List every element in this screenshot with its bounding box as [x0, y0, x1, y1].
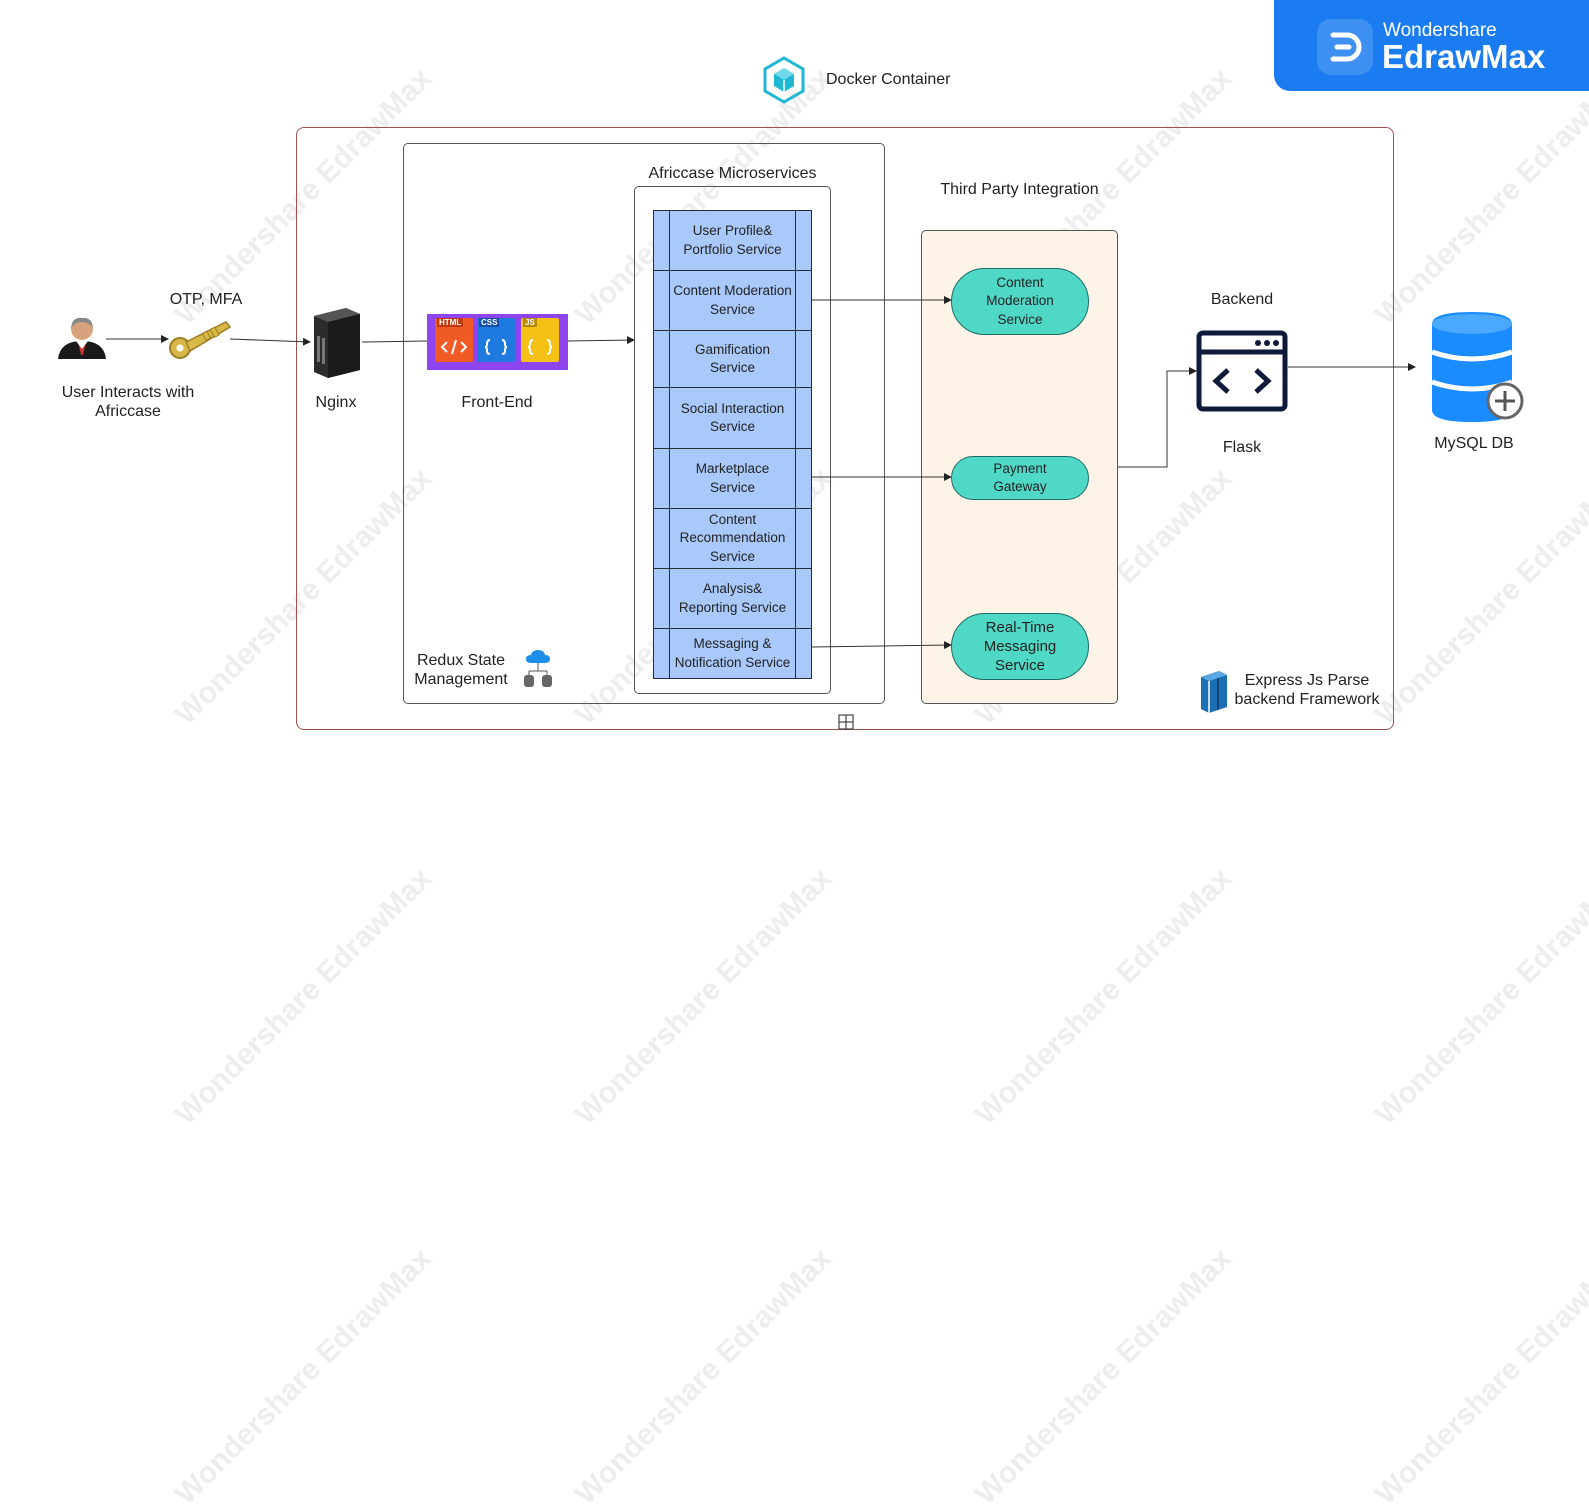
service-label: Messaging & Notification Service [674, 636, 791, 670]
server-icon [310, 306, 362, 383]
framework-icon [1199, 667, 1229, 718]
microservices-container [634, 186, 831, 694]
third-party-payment-gateway: Payment Gateway [951, 456, 1089, 500]
messaging-arrow [811, 641, 952, 650]
flask-label: Flask [1222, 439, 1262, 456]
brand-line2: EdrawMax [1382, 38, 1546, 75]
service-label: Social Interaction Service [680, 400, 785, 435]
service-marketplace: Marketplace Service [653, 448, 812, 509]
frontend-label: Front-End [461, 394, 533, 411]
user-icon [56, 315, 108, 364]
service-user-profile: User Profile& Portfolio Service [653, 210, 812, 271]
docker-icon [762, 56, 806, 109]
third-party-title: Third Party Integration [940, 181, 1099, 198]
table-icon [838, 714, 854, 735]
service-label: Content Recommendation Service [679, 511, 786, 564]
frontend-to-services-arrow [567, 336, 635, 345]
third-party-to-flask-arrow [1118, 367, 1197, 468]
connector-layer [106, 296, 1416, 650]
microservices-title: Africcase Microservices [648, 165, 817, 182]
service-label: Gamification Service [694, 341, 771, 376]
edrawmax-logo: Wondershare EdrawMax [1274, 0, 1589, 91]
service-messaging-notification: Messaging & Notification Service [653, 628, 812, 679]
redux-label: Redux State Management [414, 652, 508, 688]
key-icon [168, 318, 232, 367]
nginx-to-frontend-line [361, 340, 428, 343]
docker-title: Docker Container [826, 71, 951, 88]
third-party-realtime-messaging: Real-Time Messaging Service [951, 613, 1089, 680]
frontend-container [403, 143, 885, 704]
express-label: Express Js Parse backend Framework [1234, 672, 1380, 708]
database-icon [1428, 310, 1528, 431]
user-label: User Interacts with Africcase [61, 384, 195, 420]
service-analysis-reporting: Analysis& Reporting Service [653, 568, 812, 629]
js-badge: JS [523, 318, 537, 327]
service-label: Analysis& Reporting Service [678, 581, 787, 615]
edrawmax-logo-icon [1317, 19, 1373, 75]
cloud-database-icon [522, 647, 558, 694]
brand-line1: Wondershare [1383, 20, 1497, 41]
service-gamification: Gamification Service [653, 330, 812, 388]
service-label: Content Moderation Service [673, 283, 792, 317]
database-label: MySQL DB [1434, 435, 1514, 452]
third-party-content-moderation: Content Moderation Service [951, 268, 1089, 335]
service-label: Marketplace Service [695, 461, 770, 495]
service-label: User Profile& Portfolio Service [683, 223, 782, 257]
service-content-moderation: Content Moderation Service [653, 270, 812, 331]
css-badge: CSS [479, 318, 500, 327]
service-content-recommendation: Content Recommendation Service [653, 508, 812, 569]
backend-label: Backend [1210, 291, 1274, 308]
nginx-label: Nginx [315, 394, 357, 411]
html-badge: HTML [437, 318, 464, 327]
auth-to-nginx-arrow [229, 337, 311, 346]
code-window-icon [1196, 330, 1288, 417]
service-social-interaction: Social Interaction Service [653, 387, 812, 449]
auth-label: OTP, MFA [169, 291, 243, 308]
frontend-files-icon: HTML CSS JS [427, 314, 568, 370]
